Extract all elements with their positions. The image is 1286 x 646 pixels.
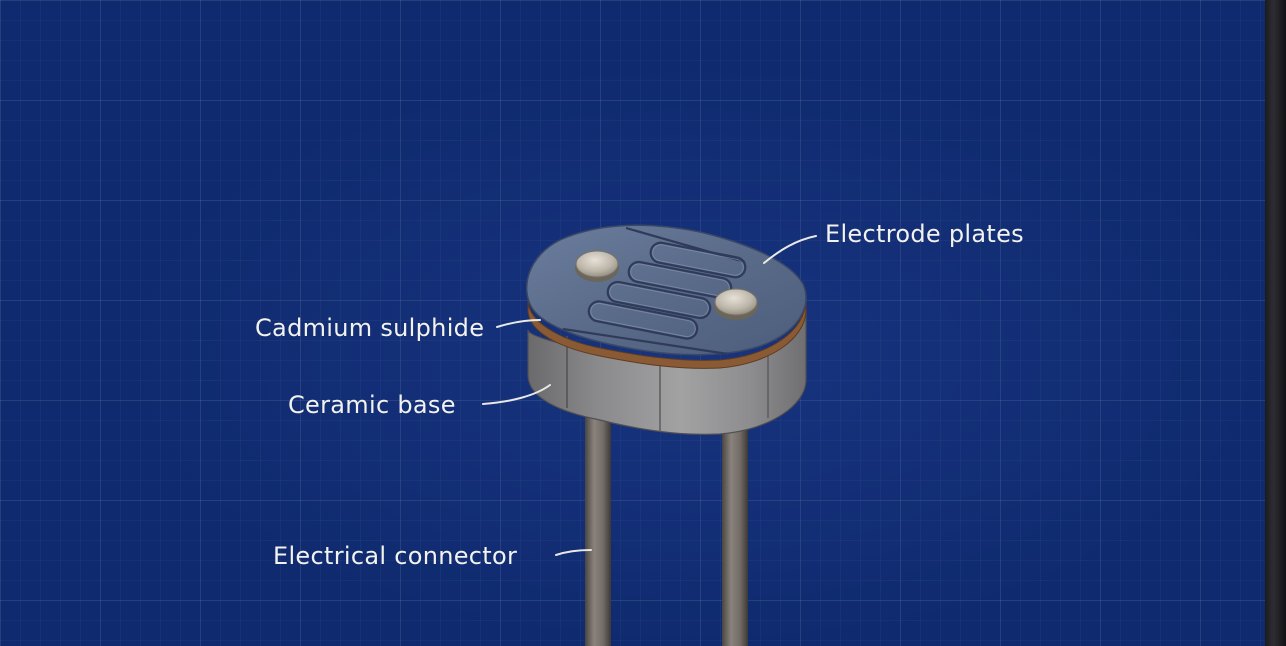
annotation-cadmium-sulphide: Cadmium sulphide [255,314,541,342]
window-edge [1265,0,1286,646]
label-ceramic-base: Ceramic base [288,391,456,419]
label-cadmium-sulphide: Cadmium sulphide [255,314,484,342]
cadmium-sulphide-layer [527,299,807,369]
connector-leg-left [585,400,611,646]
electrode-plate [525,224,807,356]
contact-pad-left [575,250,619,282]
leader-line-electrode-plates [763,235,817,264]
leader-line-electrical-connector [555,549,592,556]
contact-pad-right [714,288,758,320]
electrical-connector-legs [585,400,748,646]
annotation-electrode-plates: Electrode plates [763,220,1024,264]
leader-line-cadmium-sulphide [496,319,541,328]
annotation-ceramic-base: Ceramic base [288,384,551,419]
label-electrical-connector: Electrical connector [273,542,517,570]
annotation-electrical-connector: Electrical connector [273,542,592,570]
leader-line-ceramic-base [482,384,551,405]
connector-leg-right [722,400,748,646]
label-electrode-plates: Electrode plates [825,220,1024,248]
